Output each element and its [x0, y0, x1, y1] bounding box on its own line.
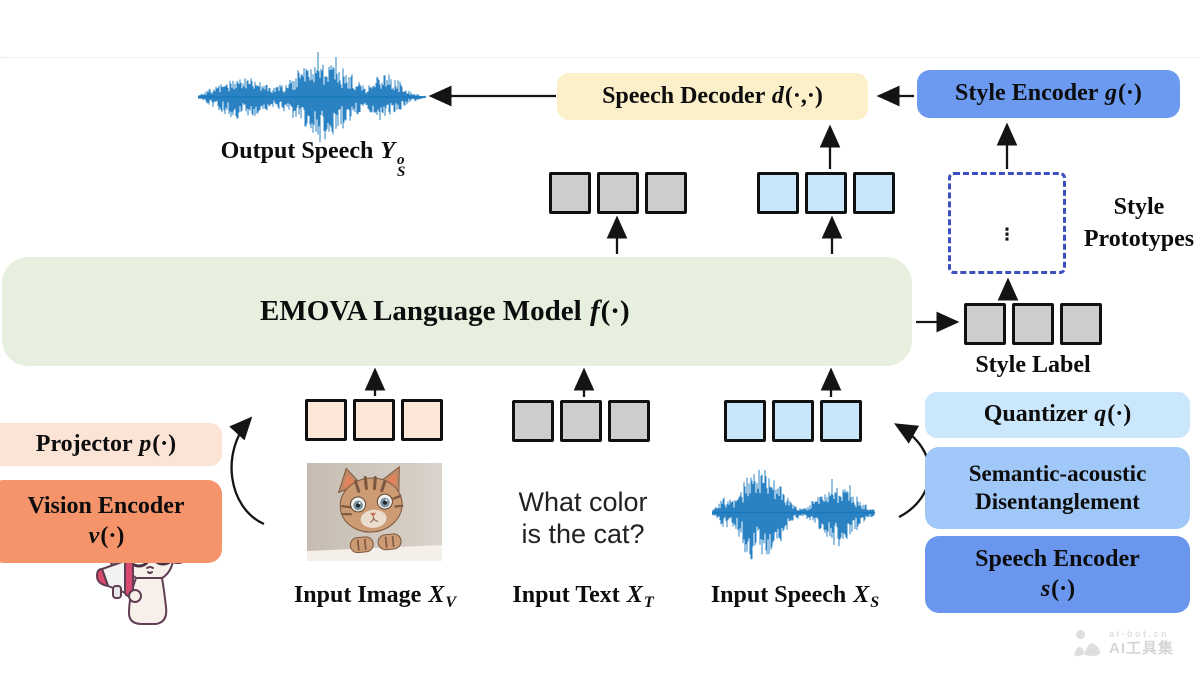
style-label-token-row	[964, 303, 1102, 345]
question-line2: is the cat?	[521, 519, 645, 550]
style-encoder-func: g	[1104, 80, 1117, 107]
style-prototypes-line1: Style	[1113, 194, 1165, 220]
input-text-sub: T	[643, 594, 654, 611]
speech-encoder-args: (·)	[1051, 575, 1076, 602]
token-square	[353, 399, 395, 441]
token-square	[805, 172, 847, 214]
output-text-token-row	[549, 172, 687, 214]
token-square	[964, 303, 1006, 345]
input-speech-text: Input Speech	[710, 582, 853, 608]
output-speech-sub: S	[397, 164, 406, 180]
cat-image	[307, 463, 442, 561]
speech-encoder-label: Speech Encoder	[975, 546, 1140, 573]
question-line1: What color	[518, 487, 648, 517]
prototype-ellipsis: ⋮	[998, 225, 1016, 245]
token-square	[645, 172, 687, 214]
quantizer-func: q	[1094, 401, 1107, 428]
token-square	[1060, 303, 1102, 345]
token-square	[549, 172, 591, 214]
speech-encoder-func: s	[1040, 575, 1051, 602]
input-text-var: X	[626, 582, 643, 608]
token-square	[1012, 303, 1054, 345]
emova-args: (·)	[600, 294, 630, 327]
token-square	[597, 172, 639, 214]
style-encoder-args: (·)	[1117, 80, 1142, 107]
watermark: ai-bot.cn AI工具集	[1072, 629, 1174, 657]
token-square	[772, 400, 814, 442]
output-speech-var: Y	[380, 138, 396, 164]
output-speech-sup: o	[397, 152, 405, 168]
input-speech-waveform	[711, 462, 875, 563]
image-token-row	[305, 399, 443, 441]
input-image-var: X	[428, 582, 445, 608]
speech-decoder-func: d	[771, 82, 784, 109]
ai-bot-logo-icon	[1074, 630, 1101, 657]
emova-label: EMOVA Language Model	[260, 294, 589, 327]
token-square	[401, 399, 443, 441]
semantic-acoustic-line1: Semantic-acoustic	[968, 460, 1147, 486]
token-square	[724, 400, 766, 442]
speech-decoder-args: (·,·)	[784, 82, 823, 109]
token-square	[305, 399, 347, 441]
token-square	[608, 400, 650, 442]
arrow-vision-to-image-tokens	[229, 416, 265, 526]
vision-encoder-label: Vision Encoder	[27, 493, 185, 520]
token-square	[560, 400, 602, 442]
style-encoder-label: Style Encoder	[955, 80, 1104, 107]
output-speech-text: Output Speech	[220, 138, 380, 164]
input-speech-label: Input Speech XS	[695, 582, 895, 612]
input-speech-sub: S	[870, 594, 880, 611]
speech-token-row	[724, 400, 862, 442]
quantizer-args: (·)	[1107, 401, 1132, 428]
style-label-caption: Style Label	[975, 352, 1091, 378]
style-prototypes-box: ⋮	[948, 172, 1066, 274]
projector-label: Projector	[35, 430, 139, 457]
token-square	[853, 172, 895, 214]
token-square	[820, 400, 862, 442]
semantic-acoustic-line2: Disentanglement	[975, 489, 1140, 514]
token-square	[757, 172, 799, 214]
input-image-label: Input Image XV	[275, 582, 475, 612]
style-prototypes-line2: Prototypes	[1083, 225, 1195, 252]
top-divider-line	[0, 57, 1200, 58]
speech-decoder-box: Speech Decoder d(·,·)	[557, 73, 868, 120]
emova-title: EMOVA Language Model f(·)	[260, 257, 630, 366]
input-image-text: Input Image	[293, 582, 428, 608]
input-speech-var: X	[853, 582, 870, 608]
speech-decoder-label: Speech Decoder	[602, 82, 771, 109]
quantizer-label: Quantizer	[983, 401, 1094, 428]
token-square	[512, 400, 554, 442]
vision-encoder-args: (·)	[100, 522, 125, 549]
text-token-row	[512, 400, 650, 442]
watermark-url: ai-bot.cn	[1109, 629, 1169, 640]
input-text-label: Input Text XT	[483, 582, 683, 612]
input-image-sub: V	[445, 594, 457, 611]
emova-language-model-box: EMOVA Language Model f(·)	[2, 257, 912, 625]
watermark-cjk: AI工具集	[1109, 639, 1175, 657]
projector-box: Projector p(·)	[0, 423, 222, 466]
output-speech-token-row	[757, 172, 895, 214]
output-speech-waveform	[197, 48, 426, 144]
input-text-text: Input Text	[512, 582, 626, 608]
vision-encoder-func: v	[88, 522, 100, 549]
emova-func: f	[589, 294, 600, 327]
projector-args: (·)	[152, 430, 177, 457]
style-encoder-box: Style Encoder g(·)	[917, 70, 1180, 118]
projector-func: p	[139, 430, 152, 457]
quantizer-box: Quantizer q(·)	[925, 392, 1190, 438]
